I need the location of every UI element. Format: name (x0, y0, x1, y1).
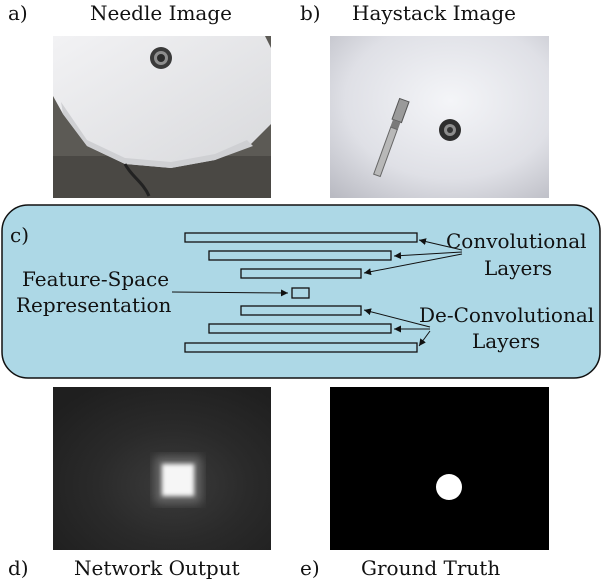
deconv-layer-1 (240, 305, 362, 316)
conv-arrow-1 (418, 238, 463, 251)
conv-label-line1: Convolutional (446, 229, 587, 253)
haystack-image (330, 36, 549, 198)
feature-arrow (171, 289, 289, 297)
panel-d-letter: d) (8, 556, 29, 580)
deconv-layer-3 (184, 342, 418, 353)
ground-truth-image (330, 387, 549, 550)
deconv-layer-2 (208, 323, 392, 334)
panel-e-letter: e) (300, 556, 320, 580)
deconv-label-line2: Layers (472, 329, 541, 353)
conv-arrow-2 (393, 251, 463, 260)
conv-label-line2: Layers (484, 256, 553, 280)
conv-layer-2 (208, 250, 392, 261)
feature-space-block (291, 287, 310, 299)
deconv-arrow-1 (363, 308, 431, 328)
conv-layer-3 (240, 268, 362, 279)
feature-label-line1: Feature-Space (22, 267, 170, 291)
needle-image (53, 36, 271, 198)
feature-label-line2: Representation (16, 293, 172, 317)
deconv-label-line1: De-Convolutional (419, 303, 595, 327)
panel-e-title: Ground Truth (361, 556, 501, 580)
conv-arrow-3 (363, 253, 463, 276)
panel-c-letter: c) (10, 223, 30, 247)
panel-b-title: Haystack Image (352, 1, 516, 25)
panel-b-letter: b) (300, 1, 321, 25)
network-output-image (53, 387, 271, 550)
deconv-arrow-3 (418, 330, 431, 347)
panel-a-title: Needle Image (90, 1, 232, 25)
panel-d-title: Network Output (74, 556, 240, 580)
panel-a-letter: a) (8, 1, 28, 25)
conv-layer-1 (184, 232, 418, 243)
